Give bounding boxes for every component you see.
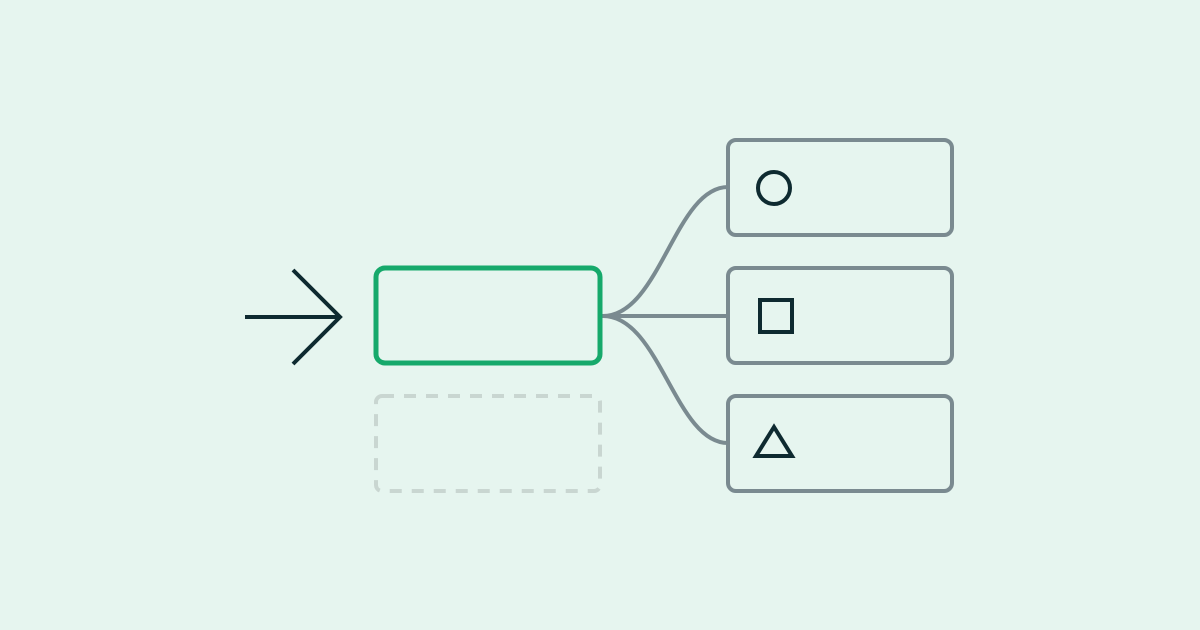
- placeholder-node[interactable]: [374, 394, 602, 493]
- branch-node-triangle[interactable]: [726, 394, 954, 493]
- source-node[interactable]: [373, 265, 603, 366]
- triangle-icon: [752, 423, 796, 458]
- circle-icon: [756, 170, 792, 206]
- branch-connectors: [601, 185, 730, 445]
- branch-node-circle[interactable]: [726, 138, 954, 237]
- branch-node-square[interactable]: [726, 266, 954, 365]
- arrow-right-icon: [245, 268, 343, 366]
- square-icon: [758, 298, 794, 334]
- connector-bottom: [601, 314, 730, 445]
- connector-top: [601, 185, 730, 318]
